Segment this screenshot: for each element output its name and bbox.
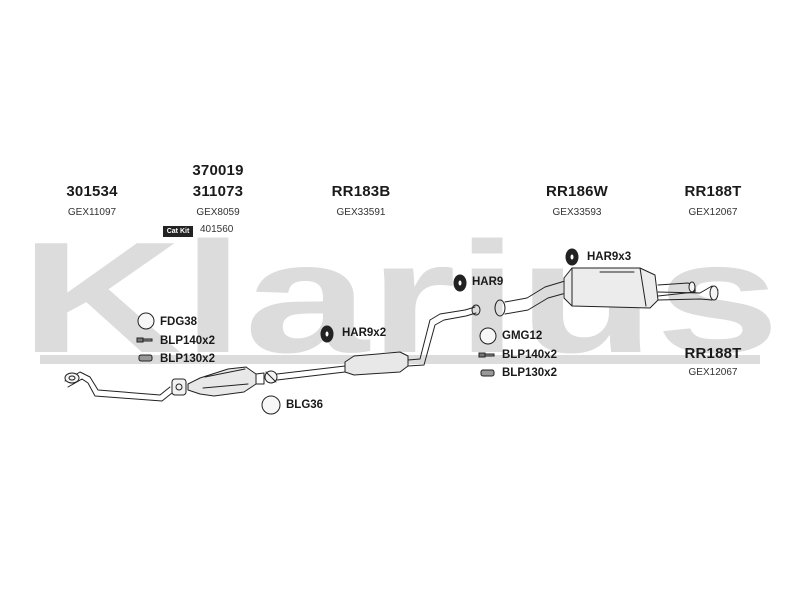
- label-blg36: BLG36: [286, 399, 324, 411]
- spring-icon: [138, 354, 153, 362]
- cat-kit-value: 401560: [200, 224, 234, 235]
- label-har9x3: HAR9x3: [587, 251, 632, 263]
- part-number-rr188t: RR188T: [684, 183, 742, 200]
- front-pipe: [64, 371, 173, 402]
- label-blp130-left: BLP130x2: [160, 353, 215, 365]
- label-fdg38: FDG38: [160, 316, 198, 328]
- rubber-hanger-icon: [453, 274, 467, 292]
- ref-gex33591: GEX33591: [336, 207, 386, 218]
- part-number-rr186w: RR186W: [545, 183, 609, 200]
- bolt-icon: [136, 337, 153, 343]
- spring-icon: [480, 369, 495, 377]
- ref-gex8059: GEX8059: [196, 207, 240, 218]
- rubber-hanger-icon: [320, 325, 334, 343]
- label-blp140-left: BLP140x2: [160, 335, 215, 347]
- cat-outlet-joint: [264, 370, 278, 384]
- rear-silencer: [563, 267, 719, 309]
- part-number-rr183b: RR183B: [331, 183, 391, 200]
- part-number-rr188t-lower: RR188T: [684, 345, 742, 362]
- seal-ring-icon: [261, 395, 281, 415]
- part-number-301534: 301534: [66, 183, 118, 200]
- label-gmg12: GMG12: [502, 330, 543, 342]
- label-blp140-right: BLP140x2: [502, 349, 557, 361]
- intermediate-pipe: [276, 304, 481, 381]
- label-blp130-right: BLP130x2: [502, 367, 557, 379]
- bolt-icon: [478, 352, 495, 358]
- rubber-hanger-icon: [565, 248, 579, 266]
- cat-kit-badge: Cat Kit: [163, 226, 193, 237]
- front-flange: [171, 378, 187, 396]
- label-har9x2: HAR9x2: [342, 327, 387, 339]
- ref-gex12067: GEX12067: [688, 207, 738, 218]
- ref-gex11097: GEX11097: [67, 207, 117, 218]
- part-number-311073: 311073: [192, 183, 244, 200]
- rear-pipe: [494, 280, 567, 317]
- part-number-370019: 370019: [192, 162, 244, 179]
- ref-gex12067-lower: GEX12067: [688, 367, 738, 378]
- catalytic-converter: [187, 366, 265, 397]
- label-har9: HAR9: [472, 276, 504, 288]
- gasket-ring-icon: [479, 327, 497, 345]
- gasket-ring-icon: [137, 312, 155, 330]
- ref-gex33593: GEX33593: [552, 207, 602, 218]
